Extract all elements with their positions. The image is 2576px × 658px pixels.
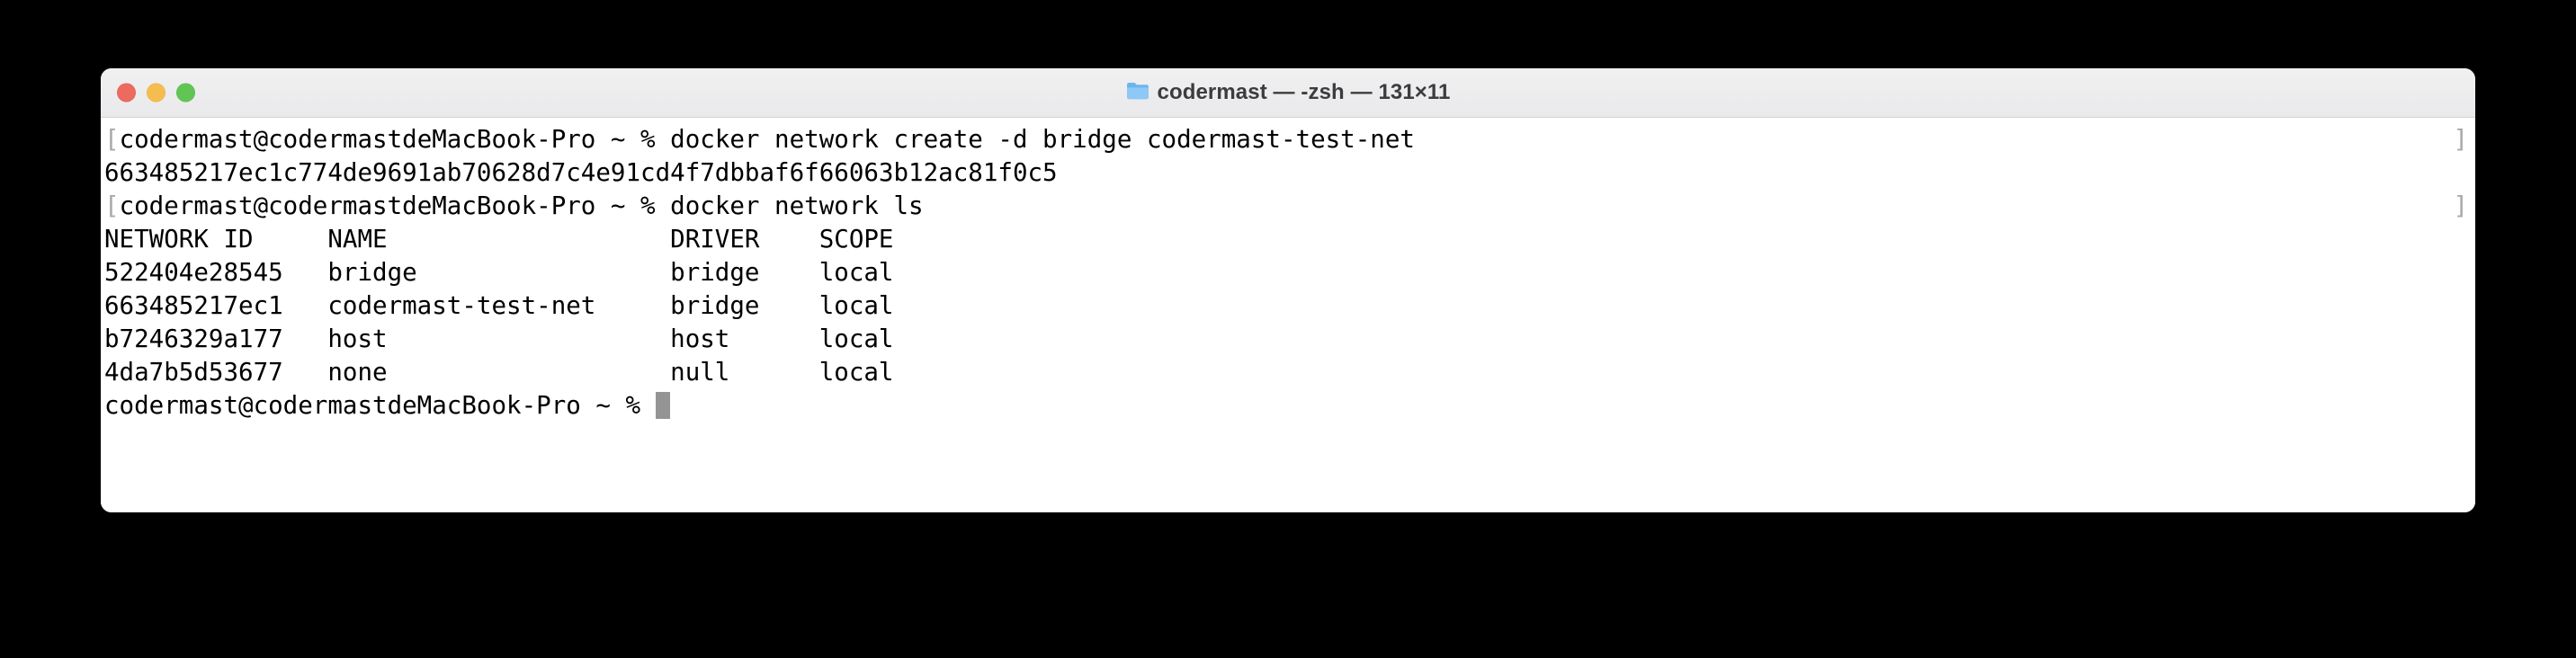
table-row: 663485217ec1 codermast-test-net bridge l… <box>101 289 2475 323</box>
table-row-text: 4da7b5d53677 none null local <box>104 358 894 387</box>
title-bar[interactable]: codermast — -zsh — 131×11 <box>101 68 2475 118</box>
terminal-line-output: 663485217ec1c774de9691ab70628d7c4e91cd4f… <box>101 156 2475 190</box>
network-id-hash: 663485217ec1c774de9691ab70628d7c4e91cd4f… <box>104 158 1058 187</box>
terminal-window[interactable]: codermast — -zsh — 131×11 [codermast@cod… <box>101 68 2475 512</box>
table-header-text: NETWORK ID NAME DRIVER SCOPE <box>104 225 894 253</box>
terminal-line-command: [codermast@codermastdeMacBook-Pro ~ % do… <box>101 190 2475 223</box>
table-row-text: 663485217ec1 codermast-test-net bridge l… <box>104 291 894 320</box>
prompt-marker-right: ] <box>2453 125 2468 154</box>
table-row-text: b7246329a177 host host local <box>104 325 894 353</box>
terminal-line-text: codermast@codermastdeMacBook-Pro ~ % doc… <box>119 125 1415 154</box>
close-button[interactable] <box>117 83 136 102</box>
minimize-button[interactable] <box>147 83 165 102</box>
folder-icon <box>1126 81 1149 104</box>
prompt-marker-right: ] <box>2453 191 2468 220</box>
table-header-row: NETWORK ID NAME DRIVER SCOPE <box>101 223 2475 256</box>
terminal-output-area[interactable]: [codermast@codermastdeMacBook-Pro ~ % do… <box>101 118 2475 512</box>
table-row-text: 522404e28545 bridge bridge local <box>104 258 894 287</box>
table-row: 4da7b5d53677 none null local <box>101 356 2475 389</box>
shell-prompt: codermast@codermastdeMacBook-Pro ~ % <box>104 391 656 420</box>
terminal-line-active-prompt[interactable]: codermast@codermastdeMacBook-Pro ~ % <box>101 389 2475 422</box>
zoom-button[interactable] <box>176 83 195 102</box>
window-title: codermast — -zsh — 131×11 <box>1157 80 1451 104</box>
title-bar-center: codermast — -zsh — 131×11 <box>101 80 2475 105</box>
table-row: 522404e28545 bridge bridge local <box>101 256 2475 289</box>
terminal-line-text: codermast@codermastdeMacBook-Pro ~ % doc… <box>119 191 924 220</box>
prompt-marker-left: [ <box>104 125 120 154</box>
terminal-line-command: [codermast@codermastdeMacBook-Pro ~ % do… <box>101 123 2475 156</box>
prompt-marker-left: [ <box>104 191 120 220</box>
traffic-light-buttons[interactable] <box>117 83 195 102</box>
table-row: b7246329a177 host host local <box>101 323 2475 356</box>
text-cursor <box>655 392 670 419</box>
